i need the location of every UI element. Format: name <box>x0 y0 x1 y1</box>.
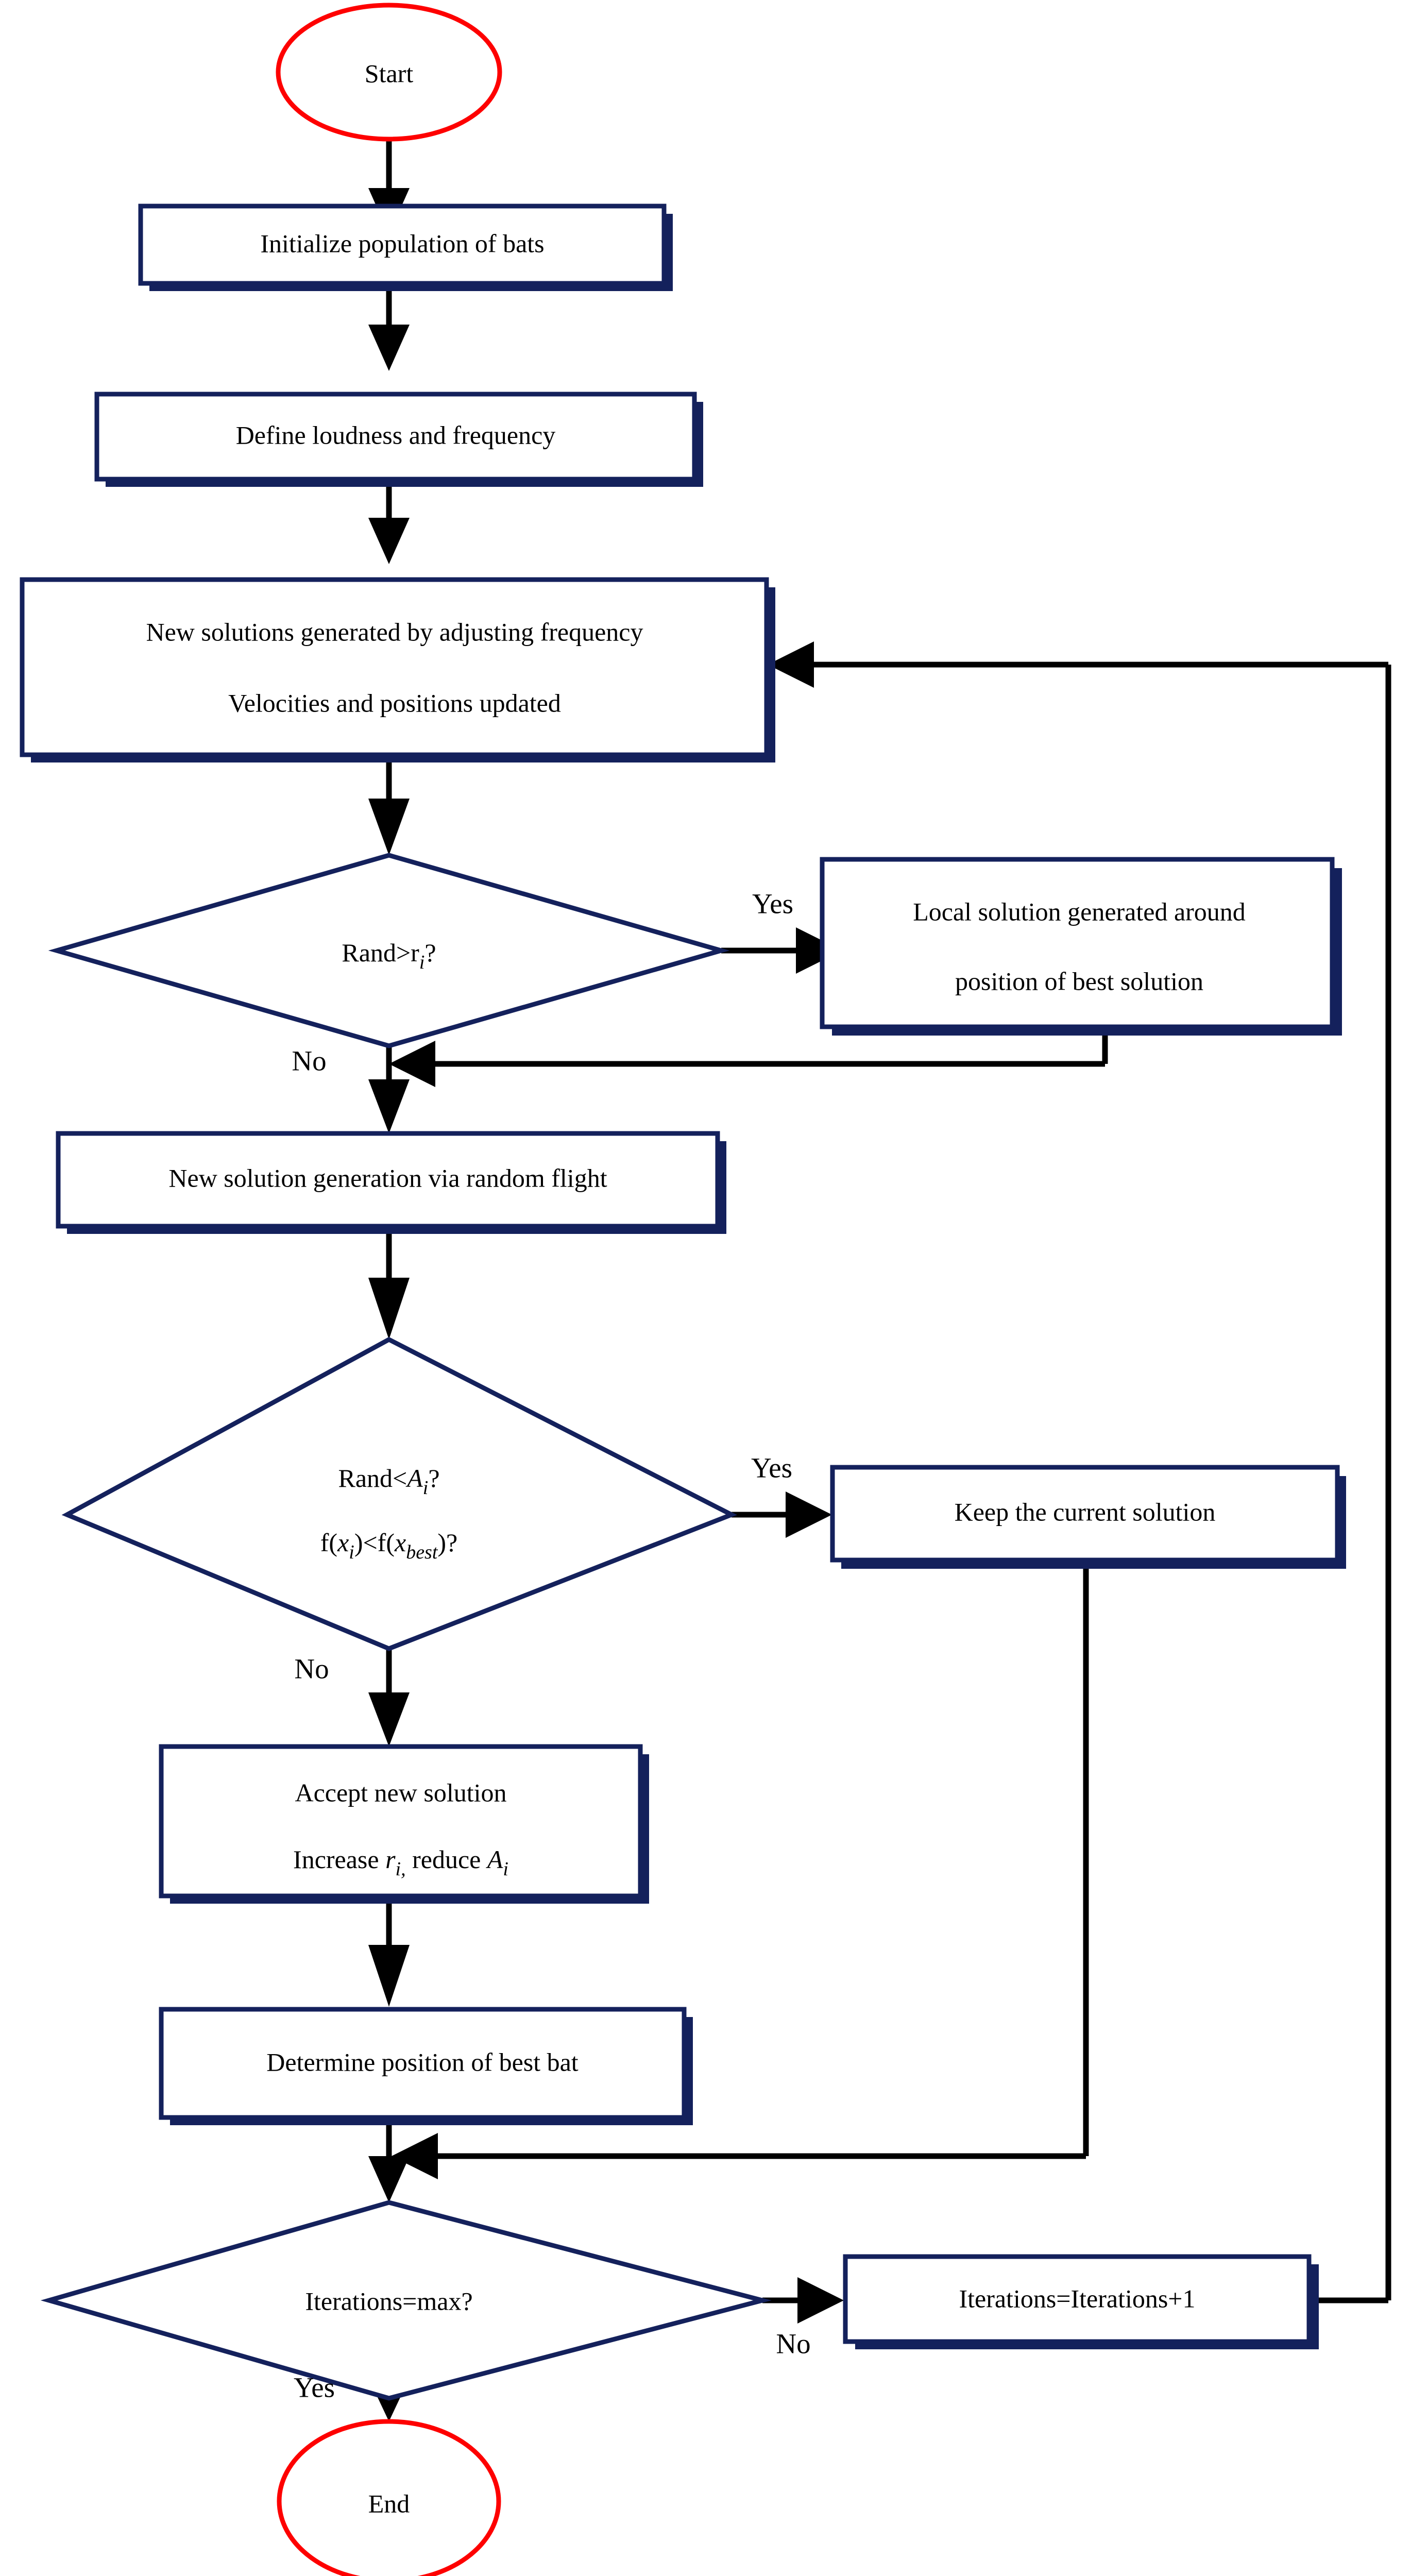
node-new-solutions[interactable]: New solutions generated by adjusting fre… <box>20 577 769 757</box>
node-determine-best-bat[interactable]: Determine position of best bat <box>159 2007 687 2120</box>
connector-randomflight-to-decision2 <box>368 1229 410 1340</box>
accept-l2-var2: A <box>486 1845 503 1874</box>
local-solution-shape <box>820 857 1335 1029</box>
decision-iterations-max-shape <box>40 2200 772 2401</box>
decision-rand-lt-a-l2-sub1: i <box>349 1541 354 1563</box>
connector-acceptnew-to-determine <box>368 1899 410 2007</box>
connector-decision1-yes-to-localsolution <box>721 927 842 974</box>
node-end[interactable]: End <box>277 2419 501 2576</box>
new-solutions-line2: Velocities and positions updated <box>228 688 561 717</box>
node-define-loudness[interactable]: Define loudness and frequency <box>94 392 697 482</box>
end-label: End <box>368 2489 410 2518</box>
connector-newsolutions-to-decision1 <box>368 757 410 855</box>
decision-rand-lt-a-l2-var2: x <box>394 1528 406 1557</box>
decision-rand-lt-a-line2: f(xi)<f(xbest)? <box>320 1528 458 1563</box>
decision-rand-gt-r-main: Rand>r <box>342 938 419 967</box>
node-local-solution[interactable]: Local solution generated around position… <box>820 857 1335 1029</box>
define-loudness-shape <box>94 392 697 482</box>
connector-increment-feedback-to-newsolutions <box>768 641 1391 2303</box>
edge-label-decision2-yes: Yes <box>751 1452 792 1484</box>
edge-label-decision1-yes: Yes <box>752 888 793 920</box>
accept-l2-var1: r <box>385 1845 396 1874</box>
edge-label-decision1-no: No <box>292 1045 326 1077</box>
initialize-population-shape <box>138 204 667 286</box>
determine-best-bat-label: Determine position of best bat <box>266 2047 579 2076</box>
node-start[interactable]: Start <box>276 3 502 142</box>
accept-new-solution-line2: Increase ri, reduce Ai <box>293 1845 508 1879</box>
accept-l2-pre: Increase <box>293 1845 385 1874</box>
decision-rand-lt-a-l2-post: )? <box>437 1528 457 1557</box>
decision-rand-gt-r-suffix: ? <box>424 938 436 967</box>
node-decision-rand-lt-a[interactable]: Rand<Ai? f(xi)<f(xbest)? <box>61 1336 737 1651</box>
random-flight-label: New solution generation via random fligh… <box>168 1163 607 1192</box>
decision-rand-lt-a-l1-pre: Rand< <box>338 1464 407 1493</box>
new-solutions-line1: New solutions generated by adjusting fre… <box>146 617 643 646</box>
node-decision-iterations-max[interactable]: Iterations=max? <box>40 2200 772 2401</box>
connector-keepcurrent-return <box>392 1564 1089 2179</box>
decision-rand-lt-a-l1-var: A <box>405 1464 423 1493</box>
connector-decision1-no-to-randomflight <box>368 1046 410 1133</box>
start-label: Start <box>365 59 414 88</box>
decision-rand-lt-a-l2-pre: f( <box>320 1528 337 1557</box>
accept-l2-mid: reduce <box>406 1845 487 1874</box>
initialize-population-label: Initialize population of bats <box>260 229 544 258</box>
decision-rand-lt-a-line1: Rand<Ai? <box>338 1464 439 1498</box>
decision-rand-lt-a-shape <box>61 1336 737 1651</box>
decision-rand-lt-a-l1-sub: i <box>423 1477 429 1499</box>
increment-iterations-shape <box>843 2254 1312 2344</box>
decision-rand-gt-r-label: Rand>ri? <box>342 938 436 973</box>
define-loudness-label: Define loudness and frequency <box>236 420 556 449</box>
connector-decision2-yes-to-keepcurrent <box>732 1492 832 1538</box>
connector-decision3-no-to-increment <box>762 2277 844 2324</box>
start-terminator-shape <box>276 3 502 142</box>
edge-label-decision3-yes: Yes <box>294 2372 335 2403</box>
decision-rand-gt-r-shape <box>48 853 730 1048</box>
random-flight-shape <box>56 1131 720 1229</box>
local-solution-line1: Local solution generated around <box>913 897 1246 926</box>
accept-l2-sub2: i <box>503 1858 508 1880</box>
accept-new-solution-shape <box>159 1744 643 1899</box>
accept-l2-sub1: i, <box>396 1858 406 1880</box>
decision-rand-lt-a-l2-mid: )<f( <box>354 1528 395 1557</box>
node-random-flight[interactable]: New solution generation via random fligh… <box>56 1131 720 1229</box>
decision-rand-lt-a-l1-post: ? <box>428 1464 439 1493</box>
keep-current-solution-shape <box>830 1465 1340 1563</box>
connector-determine-to-decision3 <box>368 2120 410 2202</box>
node-initialize-population[interactable]: Initialize population of bats <box>138 204 667 286</box>
connector-decision2-no-to-acceptnew <box>368 1649 410 1747</box>
node-accept-new-solution[interactable]: Accept new solution Increase ri, reduce … <box>159 1744 643 1899</box>
determine-best-bat-shape <box>159 2007 687 2120</box>
decision-rand-lt-a-l2-sub2: best <box>406 1541 438 1563</box>
edge-label-decision3-no: No <box>776 2328 810 2360</box>
node-keep-current-solution[interactable]: Keep the current solution <box>830 1465 1340 1563</box>
node-increment-iterations[interactable]: Iterations=Iterations+1 <box>843 2254 1312 2344</box>
decision-rand-lt-a-l2-var1: x <box>337 1528 349 1557</box>
keep-current-solution-label: Keep the current solution <box>955 1497 1216 1526</box>
increment-iterations-label: Iterations=Iterations+1 <box>959 2284 1195 2313</box>
connector-define-to-newsolutions <box>368 482 410 564</box>
end-terminator-shape <box>277 2419 501 2576</box>
node-decision-rand-gt-r[interactable]: Rand>ri? <box>48 853 730 1048</box>
connector-localsolution-return <box>389 1030 1108 1087</box>
decision-iterations-max-label: Iterations=max? <box>305 2286 472 2315</box>
decision-rand-gt-r-sub: i <box>419 952 425 973</box>
new-solutions-shape <box>20 577 769 757</box>
edge-label-decision2-no: No <box>294 1653 329 1685</box>
connector-init-to-define <box>368 289 410 371</box>
accept-new-solution-line1: Accept new solution <box>295 1778 506 1807</box>
local-solution-line2: position of best solution <box>955 967 1203 995</box>
